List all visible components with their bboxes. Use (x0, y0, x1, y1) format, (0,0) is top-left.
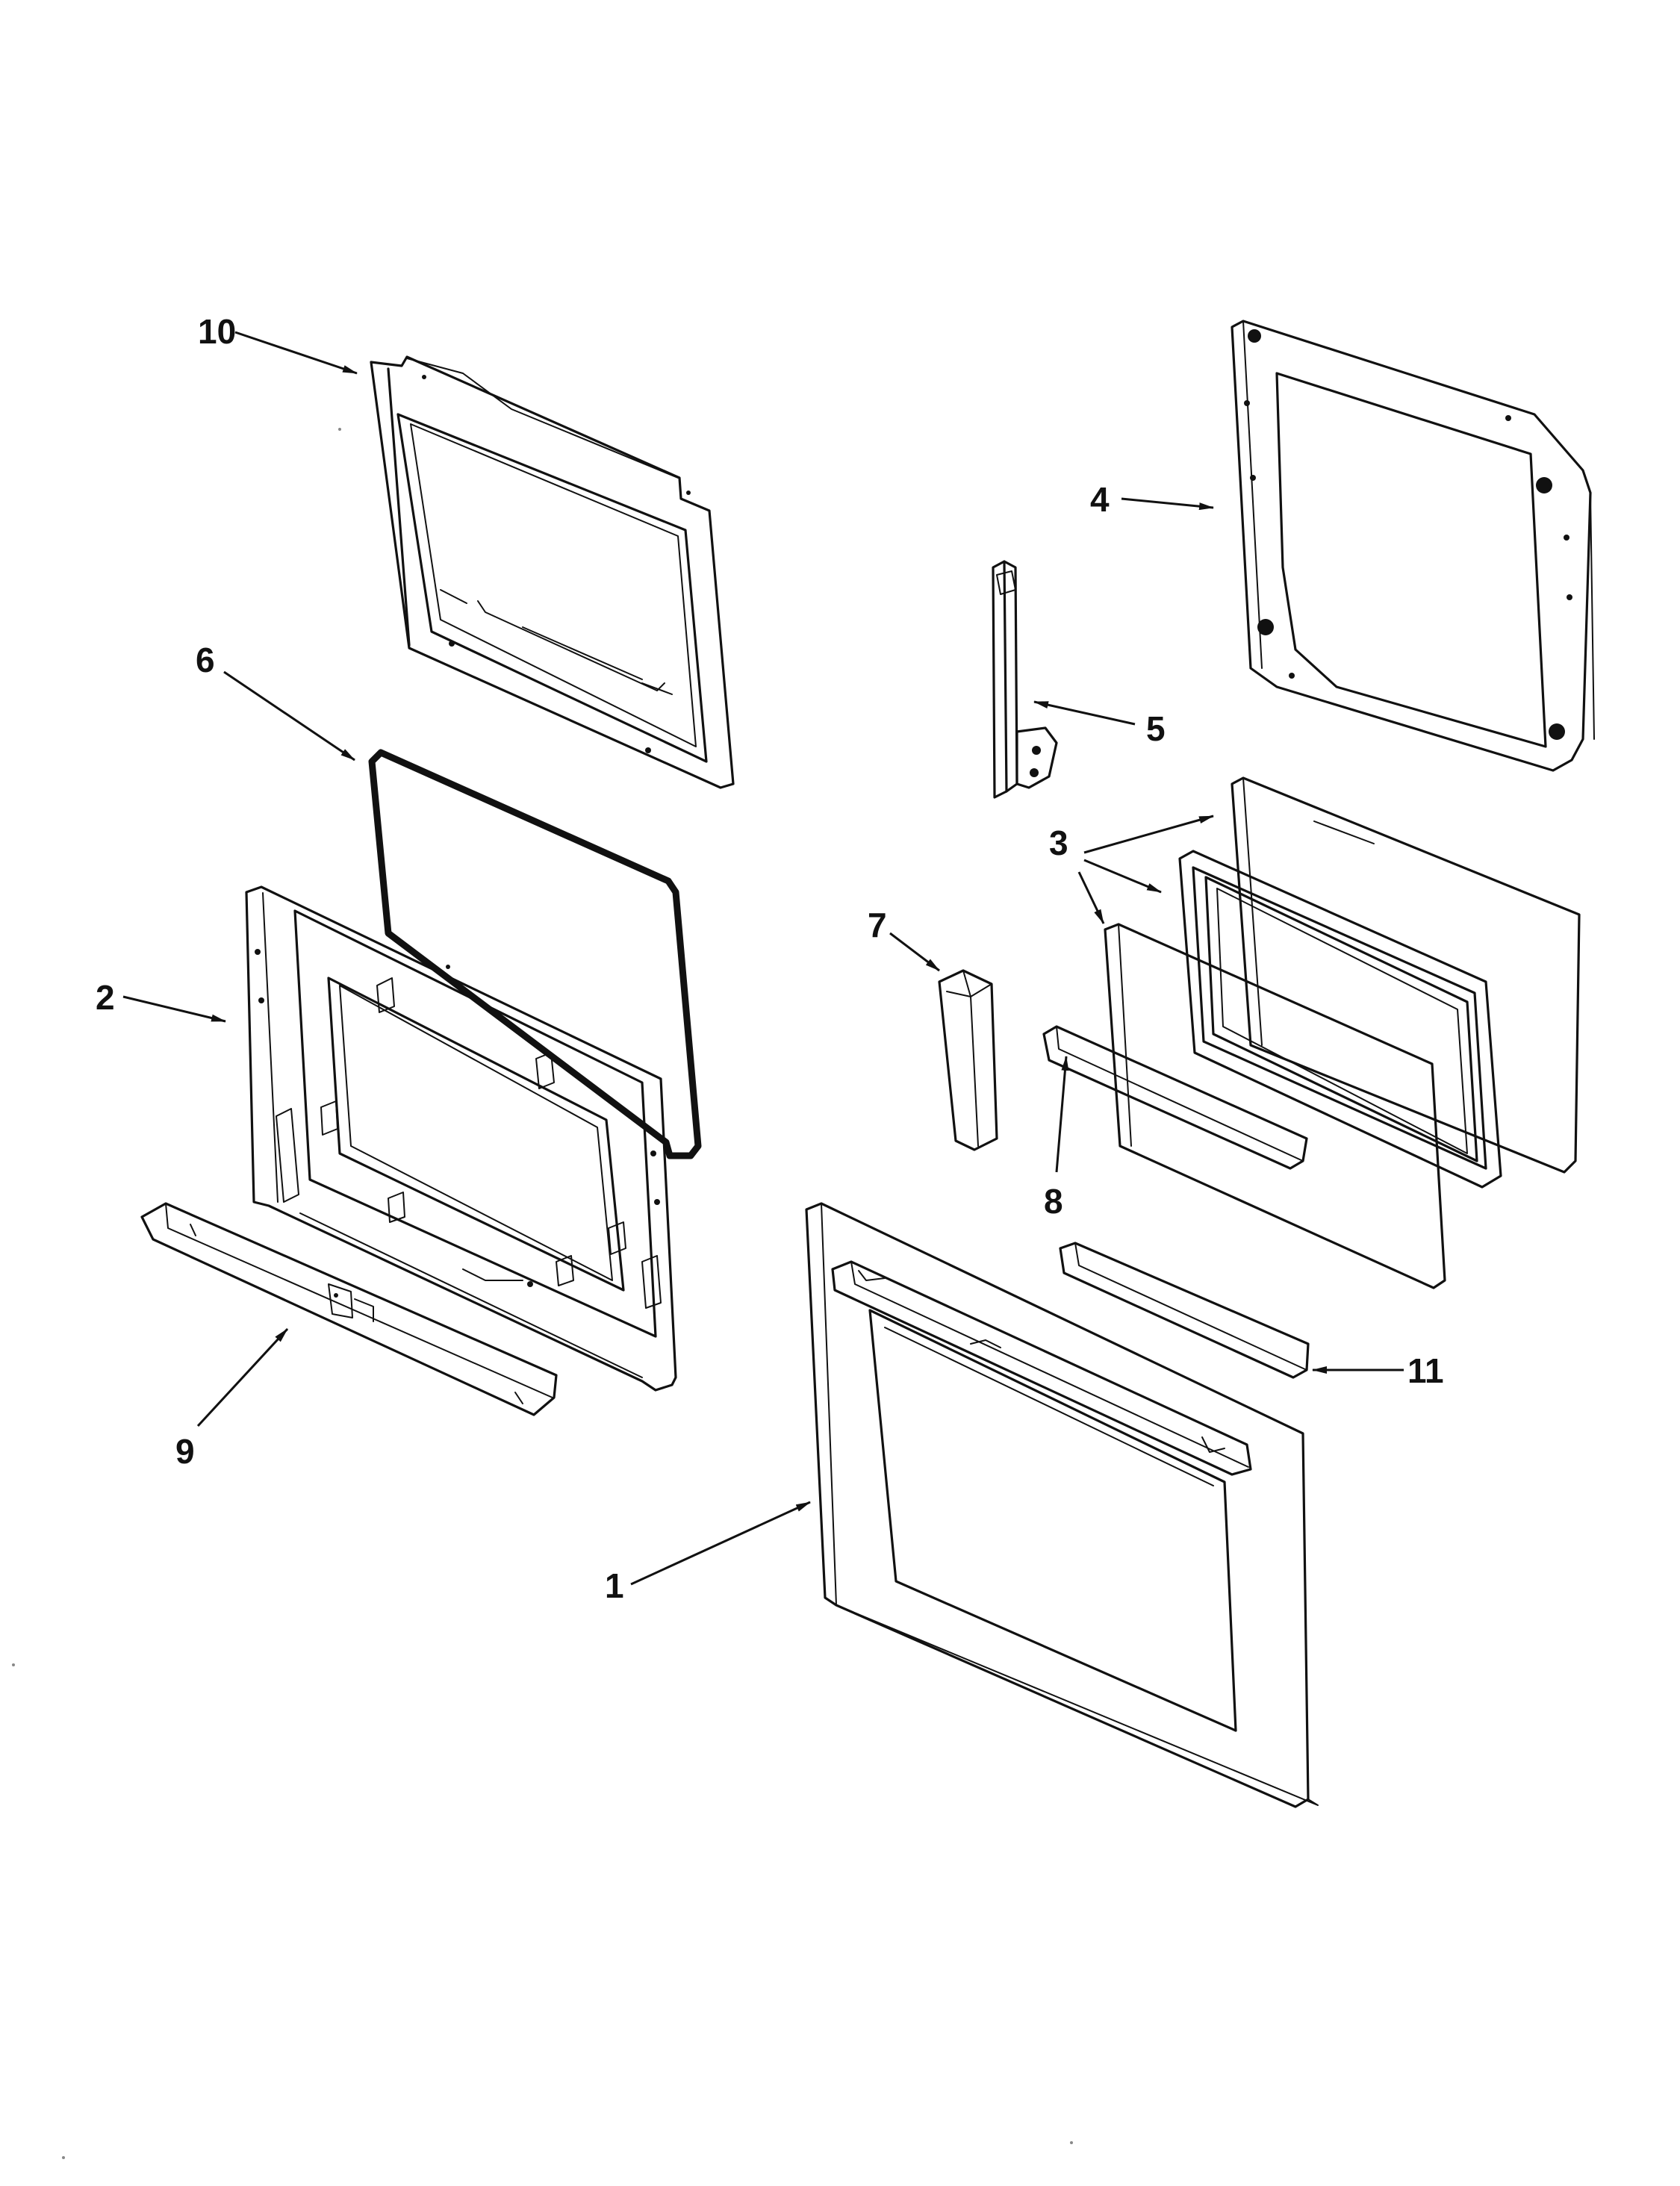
part-6-door-gasket (368, 749, 702, 1159)
leader-4 (1121, 497, 1214, 511)
callout-labels: 10 6 2 9 4 5 3 7 8 11 1 (96, 312, 1444, 1605)
callout-label-8: 8 (1044, 1182, 1063, 1221)
leader-1 (630, 1501, 811, 1586)
leader-10 (234, 331, 358, 375)
part-2-door-liner-frame (245, 885, 677, 1392)
leader-lines (122, 331, 1404, 1586)
callout-label-6: 6 (196, 641, 215, 679)
callout-label-9: 9 (175, 1432, 195, 1471)
callout-label-11: 11 (1407, 1351, 1444, 1390)
callout-label-4: 4 (1090, 480, 1110, 519)
part-3-glass-pack (1104, 776, 1581, 1289)
part-4-door-back-panel (1231, 320, 1595, 772)
leader-3b (1083, 859, 1162, 894)
leader-6 (223, 670, 355, 762)
callout-label-10: 10 (198, 312, 236, 351)
leader-9 (196, 1327, 289, 1427)
leader-5 (1033, 700, 1136, 726)
callout-label-2: 2 (96, 978, 115, 1017)
leader-2 (122, 995, 226, 1023)
part-11-bottom-channel (1059, 1242, 1310, 1379)
leader-7 (889, 932, 940, 972)
callout-label-5: 5 (1146, 709, 1166, 748)
leader-3c (1077, 871, 1105, 924)
callout-label-1: 1 (605, 1566, 624, 1605)
part-9-bottom-vent-trim (140, 1202, 558, 1416)
callout-label-7: 7 (868, 906, 887, 944)
leader-3a (1083, 815, 1214, 854)
callout-label-3: 3 (1049, 823, 1068, 862)
part-10-inner-door-panel (370, 355, 735, 789)
leader-8 (1055, 1056, 1069, 1173)
part-7-bracket (938, 969, 998, 1151)
part-1-outer-door-panel (805, 1202, 1319, 1808)
part-5-hinge-channel (992, 560, 1058, 799)
scan-specks (12, 428, 1073, 2159)
part-8-glass-channel (1042, 1025, 1308, 1170)
